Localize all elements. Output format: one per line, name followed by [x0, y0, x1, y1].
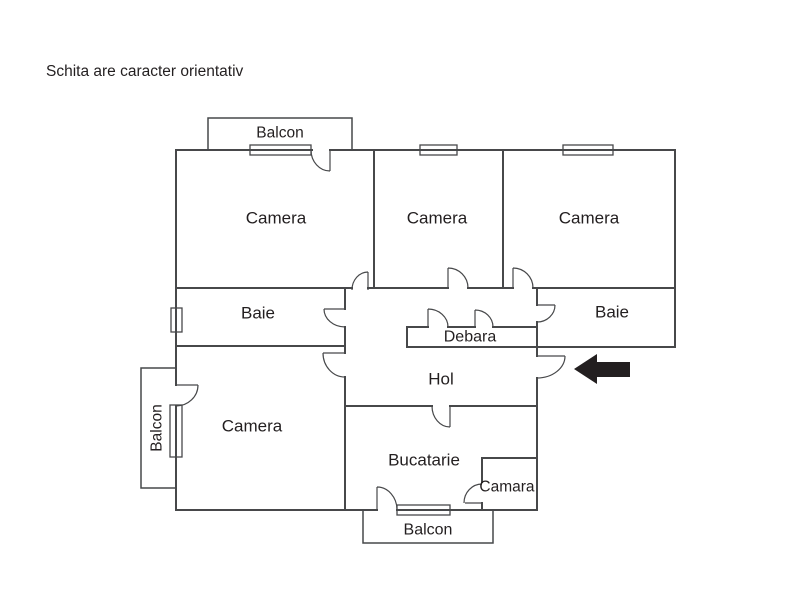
door-debara-1	[427, 308, 449, 328]
balcony-bottom-outline	[362, 509, 494, 544]
door-debara-2	[474, 309, 494, 328]
window-baie-left	[170, 307, 183, 333]
label-camera-top-right: Camera	[559, 209, 620, 228]
window-camera-top-middle	[419, 144, 458, 156]
door-bucatarie	[431, 405, 451, 428]
door-camera-bottom-left	[322, 352, 346, 378]
outer-walls	[175, 149, 676, 511]
door-balcony-left	[175, 384, 199, 407]
label-camera-top-middle: Camera	[407, 209, 468, 228]
door-balcony-bottom	[376, 486, 398, 511]
label-camara: Camara	[479, 479, 535, 496]
door-camara	[463, 483, 483, 504]
entrance-arrow-icon	[574, 354, 630, 384]
label-camera-bottom-left: Camera	[222, 417, 283, 436]
door-entrance	[536, 355, 566, 379]
door-camera-top-right	[512, 267, 534, 289]
label-balcon-bottom: Balcon	[404, 522, 453, 539]
label-camera-top-left: Camera	[246, 209, 307, 228]
label-balcon-top: Balcon	[256, 125, 303, 142]
door-camera-top-left	[351, 271, 369, 291]
label-baie-left: Baie	[241, 304, 275, 323]
label-baie-right: Baie	[595, 303, 629, 322]
door-baie-left	[323, 308, 346, 328]
label-debara: Debara	[444, 329, 497, 346]
balcony-top-outline	[207, 117, 353, 151]
balcony-left-outline	[140, 367, 177, 489]
label-balcon-left: Balcon	[149, 404, 166, 451]
window-camera-bottom-left	[169, 404, 183, 458]
door-baie-right	[536, 304, 556, 323]
label-bucatarie: Bucatarie	[388, 451, 460, 470]
plan-title: Schita are caracter orientativ	[46, 63, 244, 80]
label-hol: Hol	[428, 370, 454, 389]
door-balcony-top	[310, 149, 331, 172]
window-camera-top-right	[562, 144, 614, 156]
door-camera-top-middle	[447, 267, 469, 289]
